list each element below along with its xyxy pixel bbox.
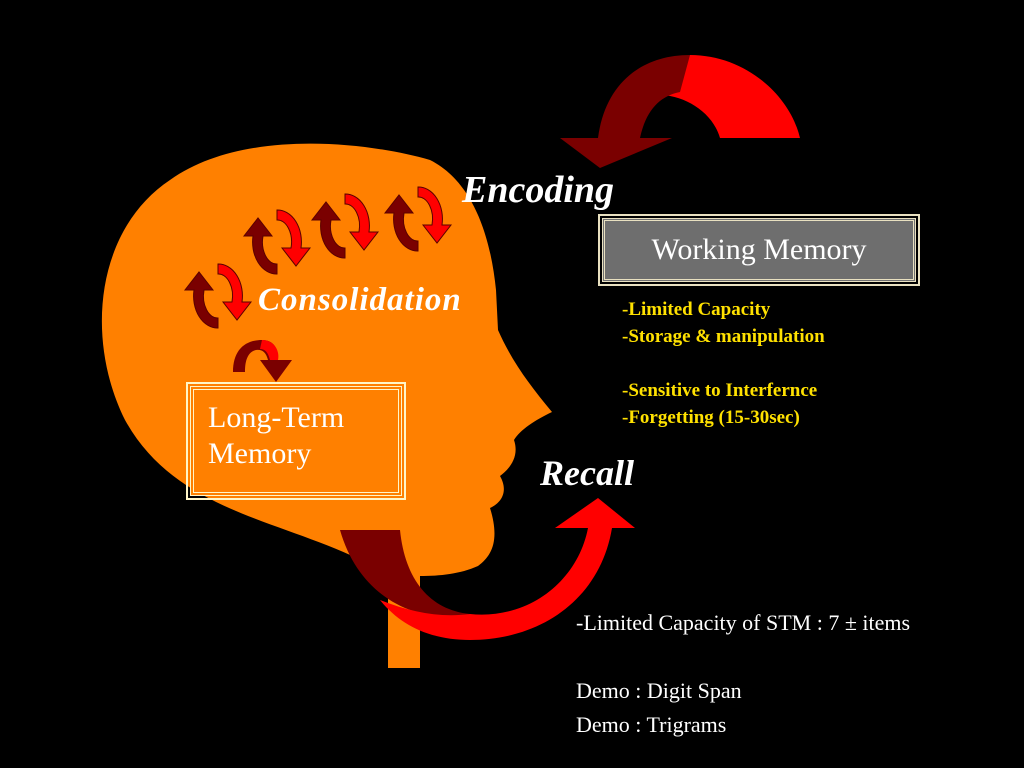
working-memory-notes: -Limited Capacity -Storage & manipulatio… xyxy=(622,296,825,431)
cycle-arrows-icon xyxy=(183,186,453,329)
cycle-arrow-icon xyxy=(242,209,312,275)
wm-note: -Limited Capacity xyxy=(622,299,771,320)
working-memory-title: Working Memory xyxy=(651,233,867,266)
stm-note xyxy=(576,640,910,674)
wm-note: -Sensitive to Interfernce xyxy=(622,380,818,401)
cycle-arrow-icon xyxy=(310,193,380,259)
long-term-memory-title: Long-Term Memory xyxy=(208,401,345,470)
consolidation-label: Consolidation xyxy=(258,282,462,318)
wm-note xyxy=(622,350,825,377)
wm-note: -Storage & manipulation xyxy=(622,326,825,347)
recall-label: Recall xyxy=(540,453,634,493)
encoding-arrow-icon xyxy=(560,55,800,168)
cycle-arrow-icon xyxy=(183,263,253,329)
stm-note: Demo : Digit Span xyxy=(576,678,742,703)
encoding-label: Encoding xyxy=(462,169,615,211)
working-memory-box: Working Memory xyxy=(598,214,920,286)
cycle-arrow-icon xyxy=(383,186,453,252)
long-term-memory-box: Long-Term Memory xyxy=(186,382,406,500)
stm-note: -Limited Capacity of STM : 7 ± items xyxy=(576,610,911,635)
wm-note: -Forgetting (15-30sec) xyxy=(622,407,800,428)
ltm-arrow-icon xyxy=(233,340,292,382)
stm-note: Demo : Trigrams xyxy=(576,712,727,737)
recall-arrow-icon xyxy=(340,498,635,640)
stm-notes: -Limited Capacity of STM : 7 ± items Dem… xyxy=(576,606,910,742)
